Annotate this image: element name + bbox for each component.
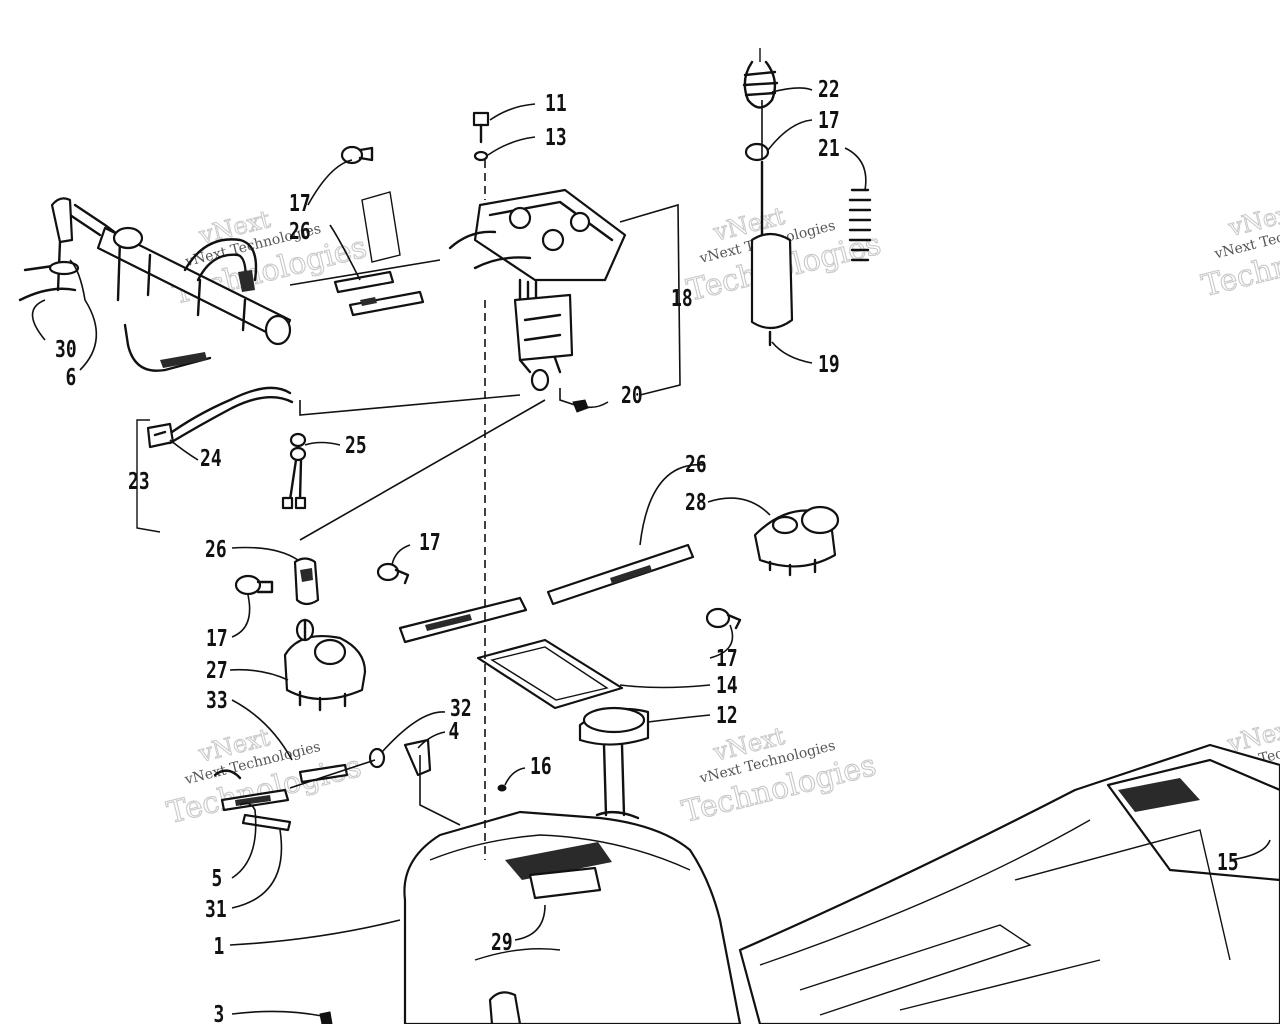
screw: [497, 784, 507, 792]
label-27: 27: [206, 657, 228, 684]
label-17-top: 17: [289, 190, 311, 217]
fuel-tank: [403, 810, 742, 1024]
fuel-sender-right: [753, 505, 840, 577]
label-26-top: 26: [289, 218, 311, 245]
label-25: 25: [345, 432, 367, 459]
label-13: 13: [545, 124, 567, 151]
hose-clamp-top: [340, 145, 401, 263]
fuel-rail-assembly: [18, 197, 292, 372]
fuel-hose-right: [546, 543, 695, 606]
leader-lines: [31, 87, 1271, 1017]
label-33: 33: [206, 687, 228, 714]
label-5: 5: [212, 865, 223, 892]
wiring-harness: [136, 386, 307, 533]
label-22: 22: [818, 76, 840, 103]
washer: [473, 150, 489, 162]
label-15: 15: [1217, 849, 1239, 876]
alignment-lines: [289, 100, 763, 860]
label-18: 18: [671, 285, 693, 312]
hose-clamp-lower-left: [234, 574, 274, 596]
label-14: 14: [716, 672, 738, 699]
hose-clamp-middle: [376, 562, 410, 585]
label-26-left: 26: [205, 536, 227, 563]
label-23: 23: [128, 468, 150, 495]
label-31: 31: [205, 896, 227, 923]
label-12: 12: [716, 702, 738, 729]
label-4: 4: [449, 718, 460, 745]
label-32: 32: [450, 695, 472, 722]
label-21: 21: [818, 135, 840, 162]
label-29: 29: [491, 929, 513, 956]
label-19: 19: [818, 351, 840, 378]
watermark-bottom-middle: vNext vNext Technologies Technologies: [678, 721, 880, 830]
fuel-hose-left: [398, 596, 528, 644]
chassis-body: [738, 743, 1280, 1024]
label-11: 11: [545, 90, 567, 117]
nut: [572, 399, 589, 413]
vent-hoses-bottom-left: [213, 763, 349, 832]
short-hoses: [333, 270, 425, 317]
part-labels: 11 13 17 26 30 6 22 17 21 18 19 20 24 25…: [55, 76, 1239, 1024]
label-17-lower-left: 17: [206, 625, 228, 652]
bracket: [319, 1011, 333, 1024]
label-17-middle: 17: [419, 529, 441, 556]
label-24: 24: [200, 445, 222, 472]
label-17-filter: 17: [818, 107, 840, 134]
label-30: 30: [55, 336, 77, 363]
label-20: 20: [621, 382, 643, 409]
fitting-elbow: [368, 738, 432, 777]
fuel-sender-left: [283, 618, 367, 712]
fuel-pump-assembly: [448, 188, 627, 392]
label-17-right: 17: [716, 645, 738, 672]
label-28: 28: [685, 489, 707, 516]
label-6: 6: [66, 364, 77, 391]
fuel-filter-assembly: [742, 48, 872, 347]
fuel-cap: [578, 706, 650, 820]
bolt: [472, 111, 490, 144]
gasket: [476, 638, 624, 710]
label-16: 16: [530, 753, 552, 780]
label-1: 1: [214, 933, 225, 960]
curved-hose: [183, 238, 258, 292]
vent-hose-lower: [293, 557, 320, 606]
hose-clamp-right: [705, 607, 742, 630]
label-3: 3: [214, 1001, 225, 1024]
label-26-right: 26: [685, 451, 707, 478]
watermark-top-right: vNext vNext Technologies Technologies: [1198, 197, 1280, 305]
